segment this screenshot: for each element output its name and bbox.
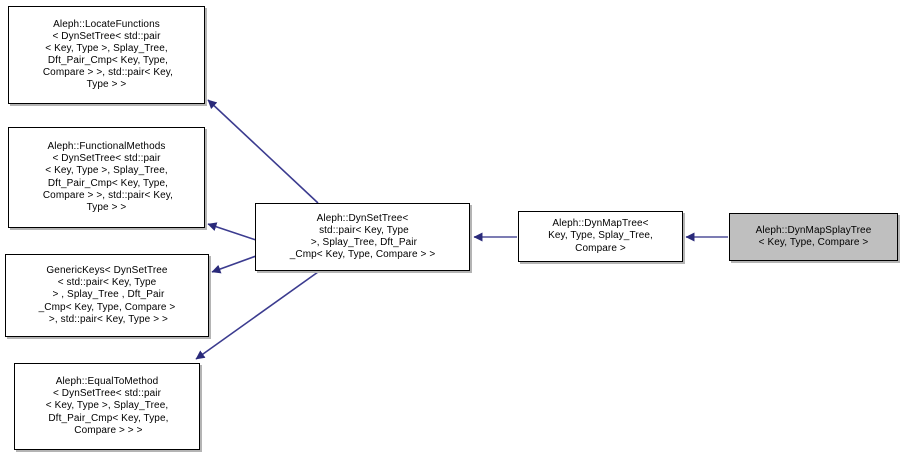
class-node-equal-to-method[interactable]: Aleph::EqualToMethod < DynSetTree< std::… bbox=[14, 363, 200, 450]
class-node-label: Aleph::FunctionalMethods < DynSetTree< s… bbox=[42, 141, 174, 213]
class-node-dyn-map-tree[interactable]: Aleph::DynMapTree< Key, Type, Splay_Tree… bbox=[518, 211, 683, 262]
class-node-label: Aleph::DynSetTree< std::pair< Key, Type … bbox=[289, 212, 436, 261]
class-node-label: Aleph::LocateFunctions < DynSetTree< std… bbox=[42, 18, 174, 91]
class-node-dyn-map-splay-tree[interactable]: Aleph::DynMapSplayTree < Key, Type, Comp… bbox=[729, 213, 898, 261]
class-node-label: Aleph::DynMapTree< Key, Type, Splay_Tree… bbox=[548, 218, 653, 254]
class-node-label: Aleph::DynMapSplayTree < Key, Type, Comp… bbox=[755, 224, 872, 248]
class-node-label: GenericKeys< DynSetTree < std::pair< Key… bbox=[38, 265, 176, 325]
edge-dynsettree-to-locatefunctions bbox=[207, 99, 319, 204]
edge-dynsettree-to-functionalmethods bbox=[207, 222, 257, 241]
edge-dynsettree-to-generickeys bbox=[211, 255, 257, 274]
class-node-dyn-set-tree[interactable]: Aleph::DynSetTree< std::pair< Key, Type … bbox=[255, 203, 470, 271]
class-node-generic-keys[interactable]: GenericKeys< DynSetTree < std::pair< Key… bbox=[5, 254, 209, 337]
class-node-functional-methods[interactable]: Aleph::FunctionalMethods < DynSetTree< s… bbox=[8, 127, 205, 228]
class-node-locate-functions[interactable]: Aleph::LocateFunctions < DynSetTree< std… bbox=[8, 6, 205, 104]
edge-dynsettree-to-equaltomethod bbox=[195, 271, 319, 360]
class-node-label: Aleph::EqualToMethod < DynSetTree< std::… bbox=[45, 376, 169, 436]
